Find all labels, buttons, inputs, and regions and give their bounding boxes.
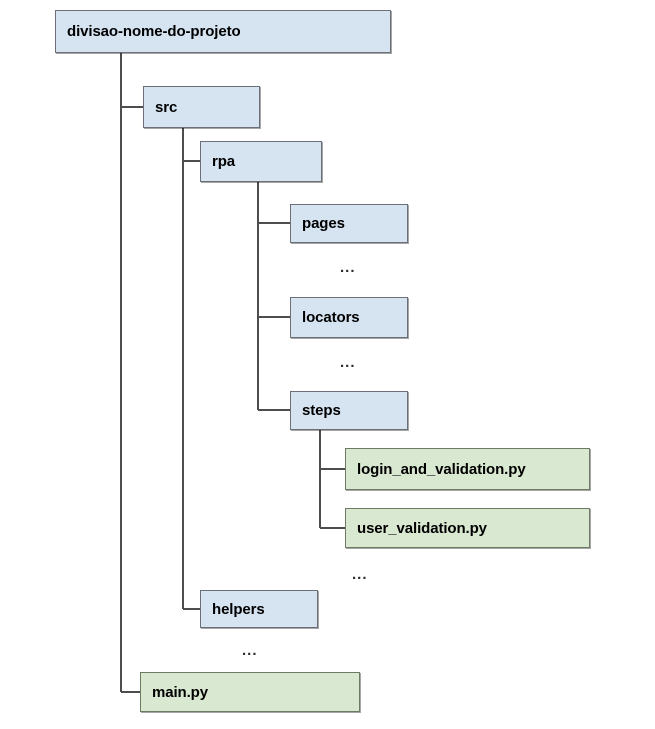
node-folder-src[interactable]: src	[143, 86, 260, 128]
ellipsis-after-helpers: ...	[242, 642, 258, 659]
ellipsis-after-pages: ...	[340, 259, 356, 276]
node-folder-locators[interactable]: locators	[290, 297, 408, 338]
node-label: divisao-nome-do-projeto	[67, 23, 241, 40]
node-folder-steps[interactable]: steps	[290, 391, 408, 430]
node-label: src	[155, 98, 178, 116]
node-file-login-and-validation[interactable]: login_and_validation.py	[345, 448, 590, 490]
node-label: main.py	[152, 683, 208, 701]
node-folder-rpa[interactable]: rpa	[200, 141, 322, 182]
node-file-user-validation[interactable]: user_validation.py	[345, 508, 590, 548]
node-file-main-py[interactable]: main.py	[140, 672, 360, 712]
node-label: login_and_validation.py	[357, 460, 526, 478]
ellipsis-after-steps: ...	[352, 566, 368, 583]
node-folder-pages[interactable]: pages	[290, 204, 408, 243]
node-folder-helpers[interactable]: helpers	[200, 590, 318, 628]
ellipsis-after-locators: ...	[340, 354, 356, 371]
node-label: locators	[302, 309, 360, 326]
node-label: user_validation.py	[357, 519, 487, 537]
node-label: helpers	[212, 600, 265, 618]
node-label: rpa	[212, 153, 236, 170]
node-label: steps	[302, 402, 341, 419]
node-label: pages	[302, 215, 345, 232]
node-root-divisao-nome-do-projeto[interactable]: divisao-nome-do-projeto	[55, 10, 391, 53]
